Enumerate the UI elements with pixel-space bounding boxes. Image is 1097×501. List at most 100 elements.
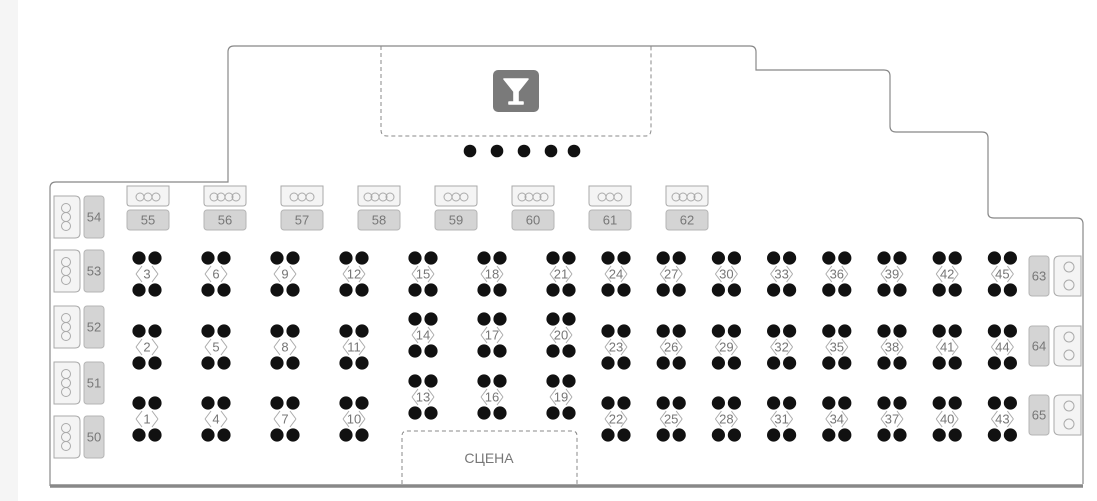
seat[interactable] — [948, 283, 962, 297]
seat[interactable] — [355, 251, 369, 265]
seat[interactable] — [270, 428, 284, 442]
seat[interactable] — [838, 428, 852, 442]
table-2[interactable]: 2 — [132, 324, 162, 370]
seat[interactable] — [767, 396, 781, 410]
booth-64[interactable]: 64 — [1028, 325, 1082, 367]
seat[interactable] — [201, 428, 215, 442]
table-37[interactable]: 37 — [877, 396, 907, 442]
seat[interactable] — [672, 251, 686, 265]
seat[interactable] — [601, 428, 615, 442]
seat[interactable] — [286, 356, 300, 370]
table-60[interactable]: 60 — [511, 185, 555, 231]
seat[interactable] — [339, 251, 353, 265]
seat[interactable] — [656, 428, 670, 442]
table-27[interactable]: 27 — [656, 251, 686, 297]
seat[interactable] — [601, 283, 615, 297]
seat[interactable] — [711, 396, 726, 410]
seat[interactable] — [286, 283, 300, 297]
seat[interactable] — [893, 428, 907, 442]
seat[interactable] — [546, 406, 560, 420]
seat[interactable] — [877, 356, 891, 370]
seat[interactable] — [408, 406, 422, 420]
seat[interactable] — [477, 374, 491, 388]
seat[interactable] — [783, 251, 797, 265]
seat[interactable] — [408, 312, 422, 326]
bar-stool-5[interactable] — [567, 144, 581, 158]
seat[interactable] — [672, 428, 686, 442]
seat[interactable] — [424, 283, 438, 297]
seat[interactable] — [546, 374, 560, 388]
seat[interactable] — [424, 344, 438, 358]
seat[interactable] — [148, 356, 162, 370]
seat[interactable] — [562, 251, 576, 265]
seat[interactable] — [767, 428, 781, 442]
seat[interactable] — [217, 396, 231, 410]
seat[interactable] — [767, 283, 781, 297]
table-32[interactable]: 32 — [767, 324, 797, 370]
seat[interactable] — [408, 283, 422, 297]
seat[interactable] — [562, 344, 576, 358]
seat[interactable] — [617, 396, 631, 410]
seat[interactable] — [932, 428, 946, 442]
bar-stool-4[interactable] — [544, 144, 558, 158]
seat[interactable] — [270, 396, 284, 410]
seat[interactable] — [893, 251, 907, 265]
seat[interactable] — [424, 374, 438, 388]
seat[interactable] — [132, 396, 146, 410]
seat[interactable] — [339, 356, 353, 370]
table-44[interactable]: 44 — [987, 324, 1018, 370]
table-3[interactable]: 3 — [132, 251, 162, 297]
seat[interactable] — [493, 374, 507, 388]
table-22[interactable]: 22 — [601, 396, 631, 442]
seat[interactable] — [672, 396, 686, 410]
seat[interactable] — [617, 251, 631, 265]
seat[interactable] — [932, 396, 946, 410]
seat[interactable] — [877, 396, 891, 410]
seat[interactable] — [711, 356, 726, 370]
seat[interactable] — [1003, 251, 1018, 265]
seat[interactable] — [893, 396, 907, 410]
seat[interactable] — [727, 283, 742, 297]
table-9[interactable]: 9 — [270, 251, 300, 297]
seat[interactable] — [477, 406, 491, 420]
booth-51[interactable]: 51 — [53, 361, 105, 405]
seat[interactable] — [822, 356, 836, 370]
seat[interactable] — [656, 324, 670, 338]
seat[interactable] — [822, 251, 836, 265]
seat[interactable] — [656, 251, 670, 265]
bar-stool-1[interactable] — [463, 144, 477, 158]
seat[interactable] — [355, 428, 369, 442]
table-41[interactable]: 41 — [932, 324, 962, 370]
table-18[interactable]: 18 — [477, 251, 507, 297]
table-43[interactable]: 43 — [987, 396, 1018, 442]
seat[interactable] — [727, 428, 742, 442]
seat[interactable] — [424, 312, 438, 326]
seat[interactable] — [783, 396, 797, 410]
table-24[interactable]: 24 — [601, 251, 631, 297]
table-6[interactable]: 6 — [201, 251, 231, 297]
seat[interactable] — [727, 324, 742, 338]
seat[interactable] — [783, 428, 797, 442]
table-61[interactable]: 61 — [588, 185, 632, 231]
seat[interactable] — [1003, 428, 1018, 442]
seat[interactable] — [148, 324, 162, 338]
seat[interactable] — [948, 251, 962, 265]
seat[interactable] — [838, 283, 852, 297]
seat[interactable] — [408, 374, 422, 388]
seat[interactable] — [217, 283, 231, 297]
seat[interactable] — [1003, 324, 1018, 338]
seat[interactable] — [493, 283, 507, 297]
seat[interactable] — [270, 356, 284, 370]
seat[interactable] — [546, 251, 560, 265]
seat[interactable] — [727, 396, 742, 410]
table-45[interactable]: 45 — [987, 251, 1018, 297]
seat[interactable] — [546, 283, 560, 297]
seat[interactable] — [355, 283, 369, 297]
table-12[interactable]: 12 — [339, 251, 369, 297]
seat[interactable] — [217, 356, 231, 370]
table-8[interactable]: 8 — [270, 324, 300, 370]
seat[interactable] — [562, 312, 576, 326]
table-58[interactable]: 58 — [357, 185, 401, 231]
seat[interactable] — [217, 428, 231, 442]
seat[interactable] — [132, 324, 146, 338]
